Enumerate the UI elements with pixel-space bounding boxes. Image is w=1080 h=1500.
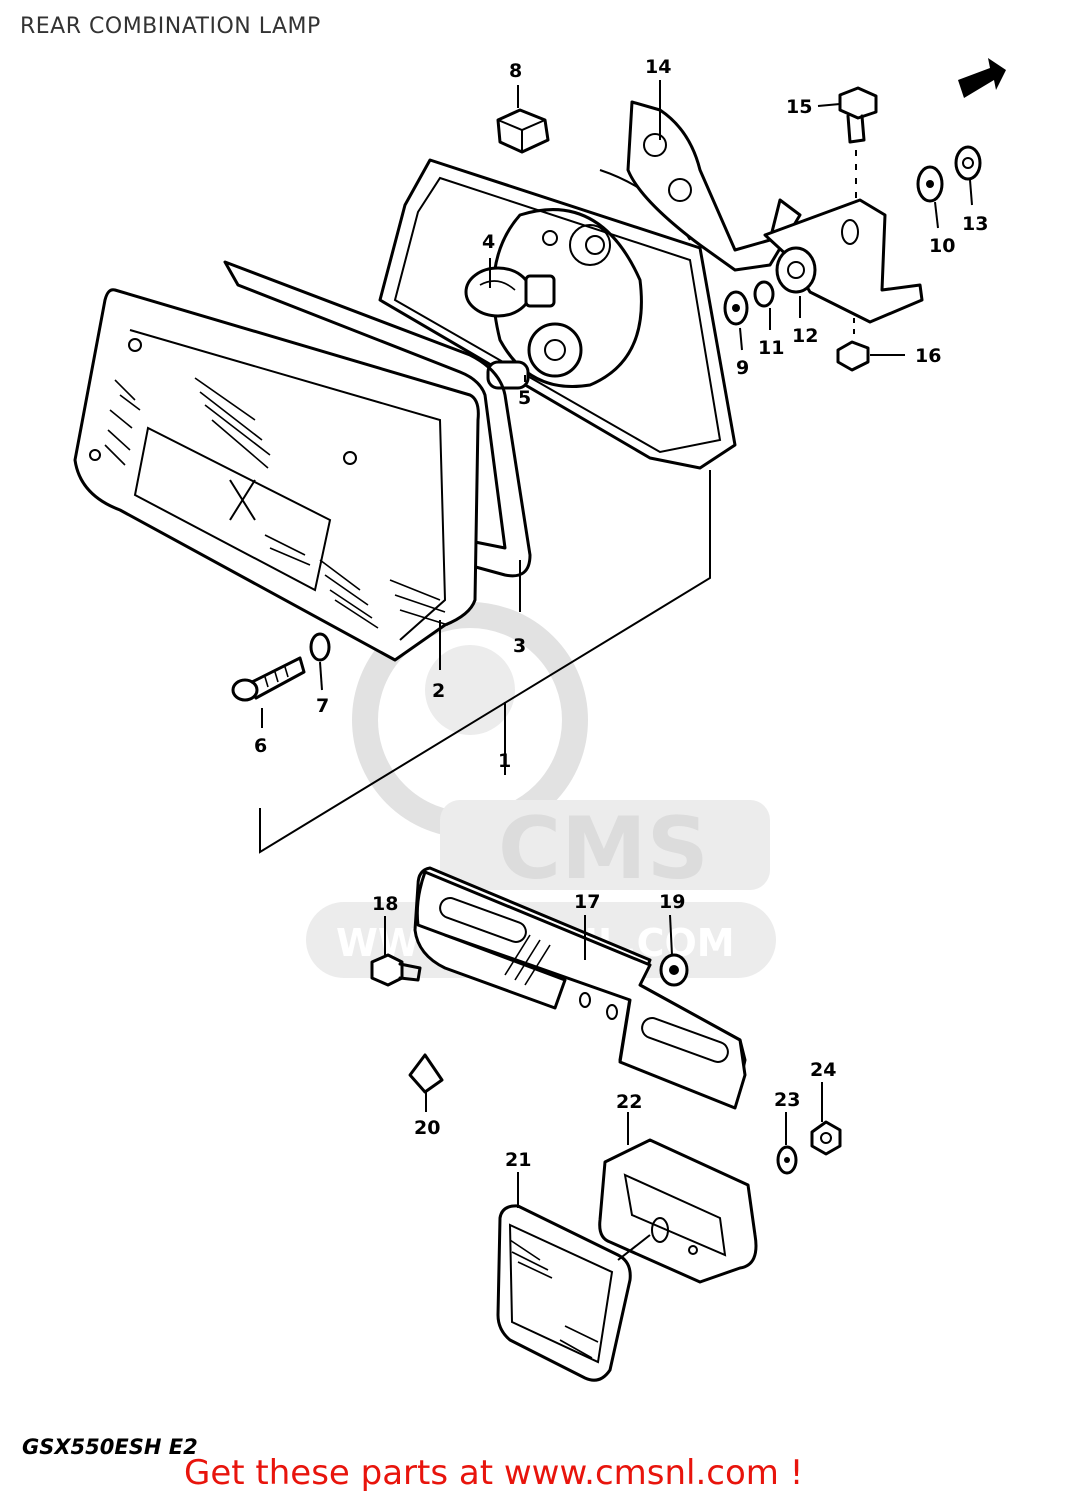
callout-3: 3 bbox=[513, 635, 526, 657]
collar-11 bbox=[753, 280, 775, 308]
grommet-nut bbox=[496, 108, 550, 154]
callout-23: 23 bbox=[774, 1089, 800, 1111]
socket bbox=[486, 322, 583, 390]
washer-7 bbox=[309, 632, 331, 662]
callout-7: 7 bbox=[316, 695, 329, 717]
license-lamp-lens bbox=[496, 1204, 632, 1382]
callout-6: 6 bbox=[254, 735, 267, 757]
callout-12: 12 bbox=[792, 325, 818, 347]
page-title: REAR COMBINATION LAMP bbox=[20, 14, 321, 39]
callout-2: 2 bbox=[432, 680, 445, 702]
license-lamp-housing bbox=[598, 1138, 758, 1284]
assembly-outline bbox=[259, 470, 711, 854]
cushion-12 bbox=[775, 246, 817, 294]
nut-16 bbox=[836, 340, 870, 372]
callout-24: 24 bbox=[810, 1059, 836, 1081]
callout-9: 9 bbox=[736, 357, 749, 379]
screw bbox=[231, 656, 306, 702]
callout-22: 22 bbox=[616, 1091, 642, 1113]
callout-1: 1 bbox=[498, 750, 511, 772]
arrow-icon bbox=[958, 58, 1006, 98]
bulb bbox=[464, 266, 556, 318]
callout-10: 10 bbox=[929, 235, 955, 257]
bolt bbox=[838, 86, 878, 198]
callout-labels: 1 2 3 4 5 6 7 8 9 10 11 12 13 14 15 16 1… bbox=[254, 56, 988, 1171]
callout-4: 4 bbox=[482, 231, 495, 253]
plate-bracket bbox=[413, 866, 747, 1110]
watermark-brand: CMS bbox=[498, 799, 709, 899]
gasket bbox=[223, 260, 532, 578]
clip-20 bbox=[408, 1053, 444, 1094]
promo-link[interactable]: Get these parts at www.cmsnl.com ! bbox=[184, 1453, 804, 1493]
callout-8: 8 bbox=[509, 60, 522, 82]
washer-13 bbox=[954, 145, 982, 181]
callout-19: 19 bbox=[659, 891, 685, 913]
leader-lines bbox=[261, 80, 973, 1261]
callout-21: 21 bbox=[505, 1149, 531, 1171]
callout-17: 17 bbox=[574, 891, 600, 913]
lens bbox=[73, 288, 480, 662]
model-code: GSX550ESH E2 bbox=[22, 1435, 198, 1459]
callout-13: 13 bbox=[962, 213, 988, 235]
callout-11: 11 bbox=[758, 337, 784, 359]
callout-20: 20 bbox=[414, 1117, 440, 1139]
callout-14: 14 bbox=[645, 56, 671, 78]
nut-24 bbox=[810, 1120, 842, 1156]
callout-15: 15 bbox=[786, 96, 812, 118]
callout-18: 18 bbox=[372, 893, 398, 915]
bolt-18 bbox=[370, 953, 422, 987]
callout-16: 16 bbox=[915, 345, 941, 367]
callout-5: 5 bbox=[518, 387, 531, 409]
